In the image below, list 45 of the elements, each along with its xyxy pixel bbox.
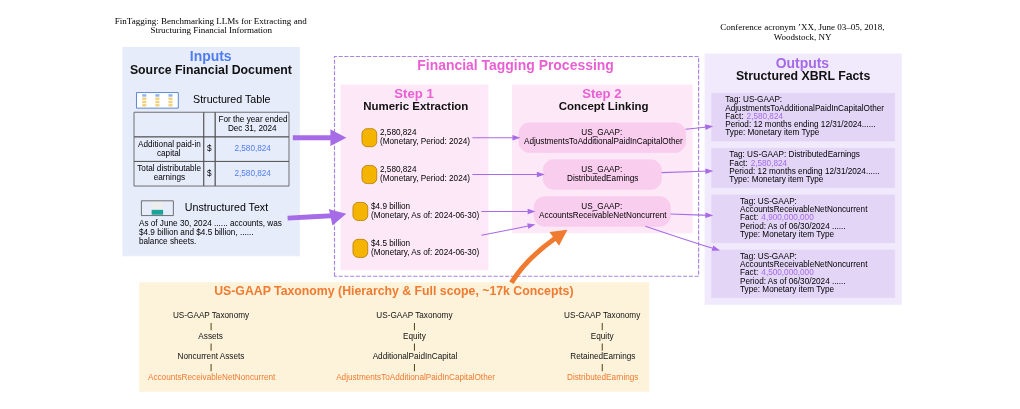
node-text: RetainedEarnings — [570, 352, 636, 362]
node-label: (Monetary, As of: 2024-06-30) — [371, 211, 480, 221]
node-label: Unstructured Text — [184, 200, 269, 213]
arrow — [685, 124, 714, 130]
arrow — [471, 134, 521, 141]
node-text: Noncurrent Assets — [177, 352, 245, 362]
node-label: $4.9 billion — [371, 202, 411, 212]
node-box: US_GAAP: AdjustmentsToAdditionalPaidInCapitalOther — [518, 122, 686, 153]
arrow — [661, 168, 714, 174]
node-text: US-GAAP Taxonomy — [172, 311, 250, 321]
node-text: AdjustmentsToAdditionalPaidInCapitalOther — [336, 372, 495, 382]
arrow — [292, 129, 347, 147]
node-label: 2,580,824 — [380, 165, 417, 175]
connector — [210, 343, 212, 352]
arrow — [287, 209, 347, 226]
label: Conference acronym ’XX, June 03–05, 2018, Woodstock, NY — [720, 22, 885, 42]
label: FinTagging: Benchmarking LLMs for Extracting and Structuring Financial Information — [114, 15, 307, 36]
node-label: (Monetary, As of: 2024-06-30) — [371, 247, 480, 257]
node-text: US-GAAP Taxonomy — [564, 311, 641, 321]
node-text: US-GAAP Taxonomy — [376, 311, 453, 321]
node-box: US_GAAP: AccountsReceivableNetNoncurrent — [533, 196, 671, 227]
node-box: US_GAAP: DistributedEarnings — [542, 159, 662, 190]
arrow — [480, 223, 536, 236]
connector — [210, 363, 212, 372]
node-label: 2,580,824 — [380, 128, 417, 138]
node-label: As of June 30, 2024 ...... accounts, was $4.9 billion and $4.5 billion, ...... balance sheets. — [138, 219, 282, 247]
arrow — [670, 212, 714, 218]
node-text: Equity — [402, 331, 426, 341]
node-label: (Monetary, Period: 2024) — [380, 174, 470, 184]
arrow — [480, 208, 536, 215]
node-box: Tag: US-GAAP: AccountsReceivableNetNoncurrent Fact: 4,500,000,000 Period: As of 06/30/2024 ...... Type: Monetary item Type — [711, 249, 895, 298]
node-box: Tag: US-GAAP: DistributedEarnings Fact: 2,580,824 Period: 12 months ending 12/31/2024...... Type: Monetary item Type — [711, 147, 895, 189]
arrow — [471, 171, 545, 178]
node-label: (Monetary, Period: 2024) — [380, 137, 470, 147]
connector — [210, 322, 212, 331]
node-box: Tag: US-GAAP: AccountsReceivableNetNoncurrent Fact: 4,900,000,000 Period: As of 06/30/2024 ...... Type: Monetary item Type — [711, 194, 895, 244]
arrow — [509, 229, 568, 285]
node-text: Assets — [198, 331, 223, 341]
node-text: Equity — [590, 331, 614, 341]
arrow — [644, 225, 721, 251]
node-text: AccountsReceivableNetNoncurrent — [147, 372, 276, 382]
node-text: AdditionalPaidInCapital — [372, 352, 458, 362]
node-box: Tag: US-GAAP: AdjustmentsToAdditionalPaidInCapitalOther Fact: 2,580,824 Period: 12 months ending 12/31/2024...... Type: Monetary item Type — [711, 92, 895, 142]
node-text: DistributedEarnings — [566, 372, 639, 382]
node-label: $4.5 billion — [371, 238, 411, 248]
